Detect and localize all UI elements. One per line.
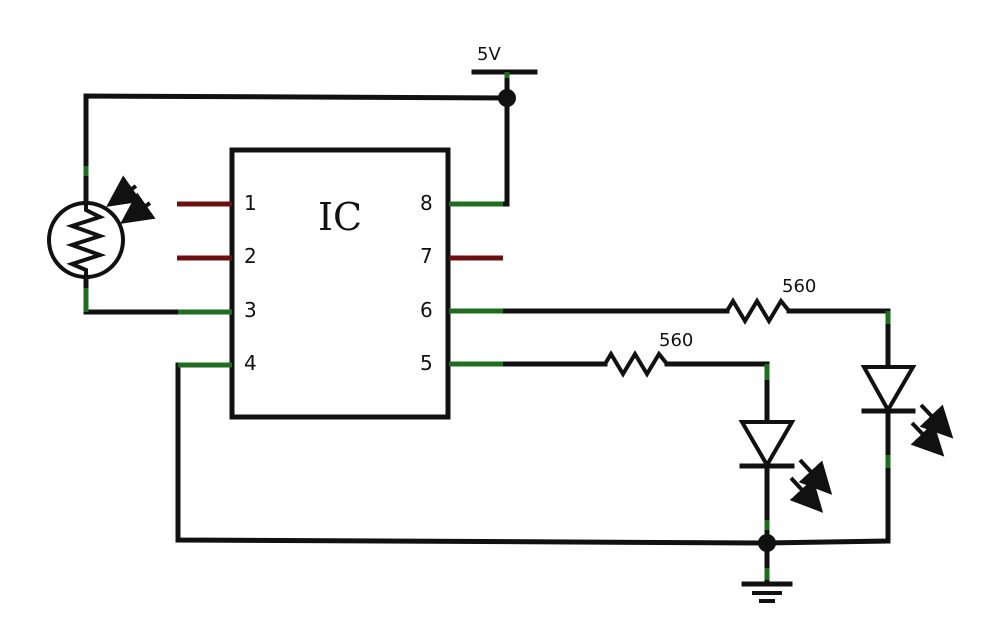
led-left-triangle xyxy=(738,420,796,469)
wire-5v-to-pin8 xyxy=(446,95,510,207)
led-left-emit-arrow-1 xyxy=(798,458,833,495)
connection-highlights xyxy=(83,72,891,580)
pin-label-7: 7 xyxy=(420,244,433,268)
wire-led-right-to-ground xyxy=(764,408,891,546)
led-right-emit-arrow-2 xyxy=(910,421,945,457)
resistor-2-zigzag xyxy=(603,350,669,378)
pin-label-6: 6 xyxy=(420,298,433,322)
ic-label: IC xyxy=(318,195,362,239)
resistor-1-zigzag xyxy=(725,297,791,325)
photoresistor xyxy=(47,175,156,280)
led-left xyxy=(738,420,833,513)
wire-ldr-to-pin3 xyxy=(83,277,235,315)
led-right-triangle xyxy=(860,365,917,415)
pin-label-4: 4 xyxy=(244,351,257,375)
pin-label-3: 3 xyxy=(244,298,257,322)
pin-label-2: 2 xyxy=(244,244,257,268)
ldr-light-arrow-1 xyxy=(106,175,142,207)
resistor-2-value: 560 xyxy=(659,330,693,351)
led-left-emit-arrow-2 xyxy=(789,476,824,513)
ldr-zigzag xyxy=(65,200,107,280)
resistor-1-value: 560 xyxy=(782,276,816,297)
ic-body xyxy=(229,147,451,420)
supply-label: 5V xyxy=(477,44,501,65)
pin-label-8: 8 xyxy=(420,191,433,215)
pin-label-1: 1 xyxy=(244,191,257,215)
pin-label-5: 5 xyxy=(420,351,433,375)
led-right xyxy=(860,365,954,457)
led-right-emit-arrow-1 xyxy=(919,403,954,439)
wire-resistor2-to-led xyxy=(664,361,770,425)
ldr-light-arrow-2 xyxy=(120,192,156,224)
wire-ldr-to-5v xyxy=(83,93,510,203)
wire-resistor1-to-led xyxy=(786,308,891,370)
